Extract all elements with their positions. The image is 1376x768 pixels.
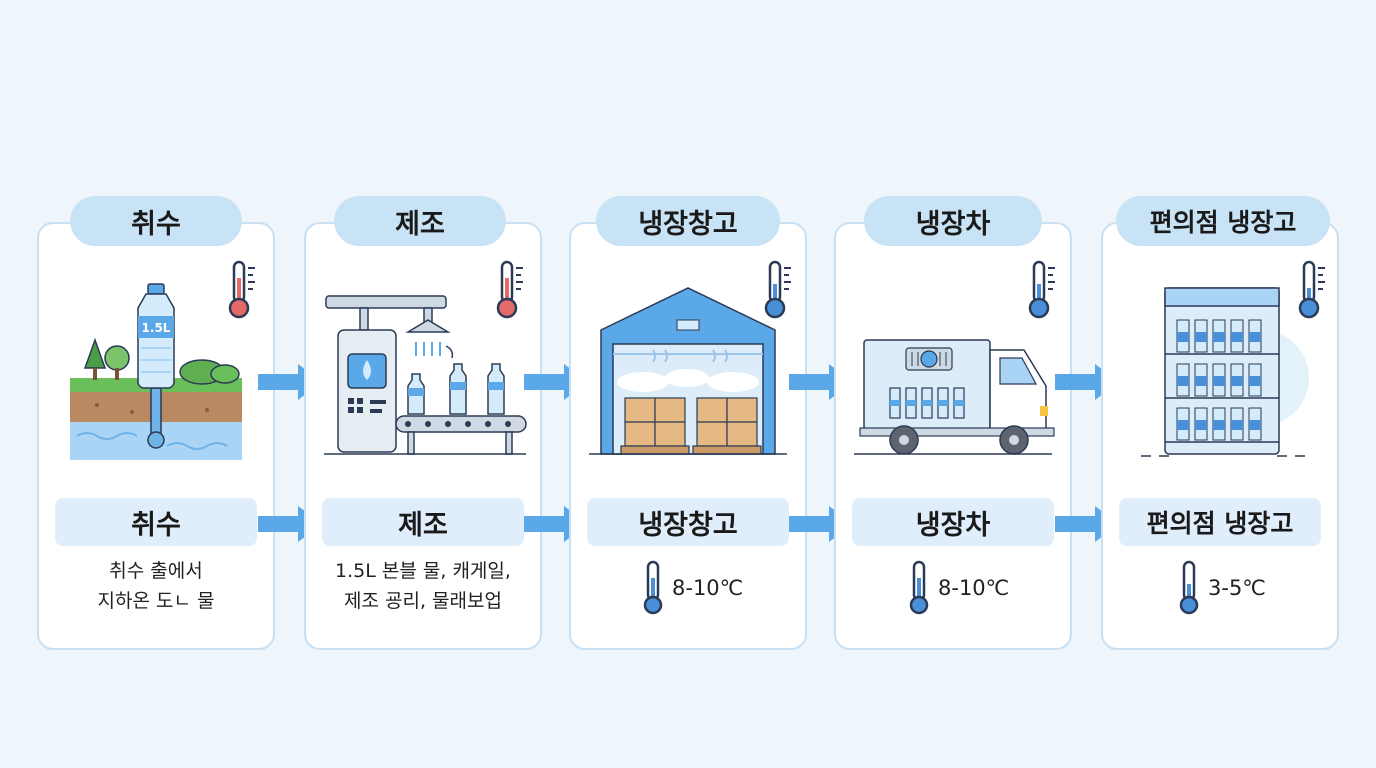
stage-title-manufacturing: 제조 [334,196,506,246]
stage-label-refrigerated-truck: 냉장차 [852,498,1054,546]
description-line: 제조 굥리, 물래보업 [344,590,502,612]
thermometer-icon [1179,560,1199,615]
temperature-reading: 8-10℃ [638,560,743,616]
stage-title-intake: 취수 [70,196,242,246]
stage-description-manufacturing: 1.5L 본블 물, 캐게일, 제조 굥리, 물래보업 [304,556,542,616]
warehouse-illustration [589,287,787,455]
stage-title-refrigerated-truck: 냉장차 [864,196,1042,246]
temperature-value: 8-10℃ [672,576,744,600]
thermometer-icon [643,560,663,615]
description-line: 취수 출에서 [109,560,203,582]
stage-description-intake: 취수 출에서 지하온 도ㄴ 물 [37,556,275,616]
intake-illustration: 1.5L [70,283,242,460]
thermometer-icon [496,260,523,319]
fridge-illustration [1141,287,1309,457]
thermometer-icon [1298,260,1325,319]
stage-label-convenience-fridge: 편의점 냉장고 [1119,498,1321,546]
thermometer-icon [1028,260,1055,319]
stage-title-convenience-fridge: 편의점 냉장고 [1116,196,1330,246]
description-line: 지하온 도ㄴ 물 [97,590,215,612]
bottle-volume-label: 1.5L [142,321,171,335]
thermometer-icon [228,260,255,319]
description-line: 1.5L 본블 물, 캐게일, [335,560,511,582]
stage-label-intake: 취수 [55,498,257,546]
temperature-reading: 3-5℃ [1174,560,1266,616]
stage-label-cold-warehouse: 냉장창고 [587,498,789,546]
temperature-value: 8-10℃ [938,576,1010,600]
thermometer-icon [764,260,791,319]
stage-title-cold-warehouse: 냉장창고 [596,196,780,246]
truck-illustration [854,339,1055,455]
stage-label-manufacturing: 제조 [322,498,524,546]
thermometer-icon [909,560,929,615]
temperature-reading: 8-10℃ [904,560,1009,616]
factory-illustration [324,295,527,455]
temperature-value: 3-5℃ [1208,576,1266,600]
